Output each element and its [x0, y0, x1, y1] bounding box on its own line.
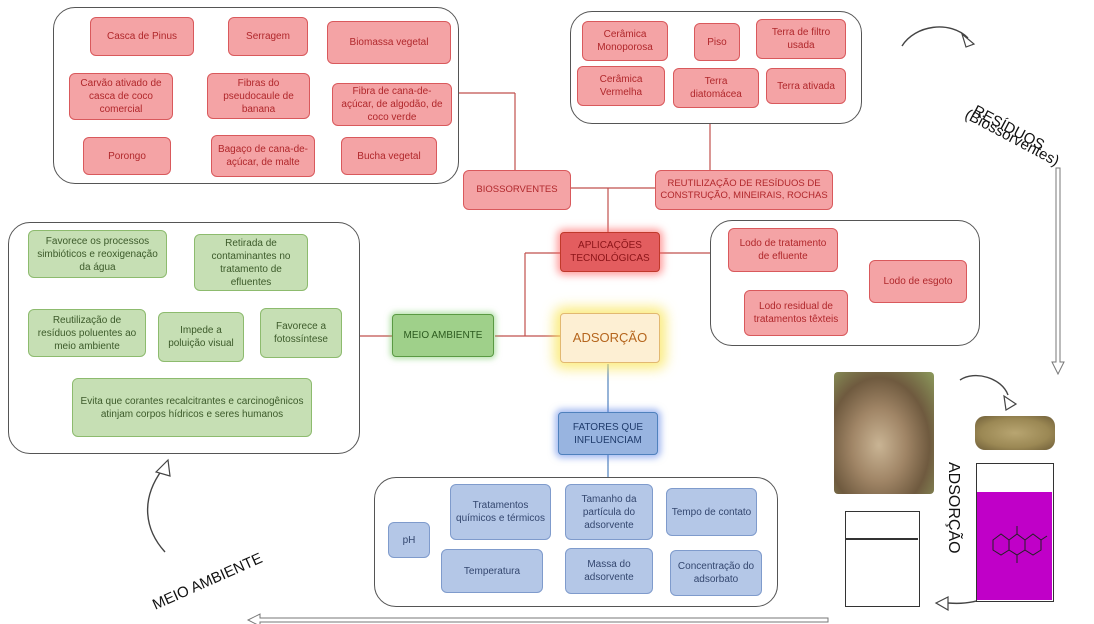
meio-reutilizacao-residuos: Reutilização de resíduos poluentes ao me…	[28, 309, 146, 357]
beaker-dye	[976, 463, 1054, 602]
fator-tempo-contato: Tempo de contato	[666, 488, 757, 536]
molecule-icon	[992, 526, 1048, 563]
meio-simbioticos: Favorece os processos simbióticos e reox…	[28, 230, 167, 278]
hub-reutilizacao: REUTILIZAÇÃO DE RESÍDUOS DE CONSTRUÇÃO, …	[655, 170, 833, 210]
fator-concentracao: Concentração do adsorbato	[670, 550, 762, 596]
res-ceramica-monoporosa: Cerâmica Monoporosa	[582, 21, 668, 61]
bio-carvao-ativado: Carvão ativado de casca de coco comercia…	[69, 73, 173, 120]
fator-ph: pH	[388, 522, 430, 558]
meio-retirada-contaminantes: Retirada de contaminantes no tratamento …	[194, 234, 308, 291]
beaker-clean	[845, 511, 920, 607]
res-terra-filtro: Terra de filtro usada	[756, 19, 846, 59]
bio-biomassa-vegetal: Biomassa vegetal	[327, 21, 451, 64]
meio-poluicao-visual: Impede a poluição visual	[158, 312, 244, 362]
biomass-powder	[975, 416, 1055, 450]
fator-tamanho-particula: Tamanho da partícula do adsorvente	[565, 484, 653, 540]
hub-meio-ambiente: MEIO AMBIENTE	[392, 314, 494, 357]
lodo-esgoto: Lodo de esgoto	[869, 260, 967, 303]
res-ceramica-vermelha: Cerâmica Vermelha	[577, 66, 665, 106]
bio-bagaco-cana: Bagaço de cana-de-açúcar, de malte	[211, 135, 315, 177]
lodo-tratamento-efluente: Lodo de tratamento de efluente	[728, 228, 838, 272]
bio-fibras-banana: Fibras do pseudocaule de banana	[207, 73, 310, 119]
res-terra-ativada: Terra ativada	[766, 68, 846, 104]
biomass-photo	[834, 372, 934, 494]
fator-tratamentos: Tratamentos químicos e térmicos	[450, 484, 551, 540]
fator-massa-adsorvente: Massa do adsorvente	[565, 548, 653, 594]
dye-solution	[977, 492, 1052, 600]
bio-bucha-vegetal: Bucha vegetal	[341, 137, 437, 175]
bio-casca-pinus: Casca de Pinus	[90, 17, 194, 56]
meio-fotossintese: Favorece a fotossíntese	[260, 308, 342, 358]
bio-fibra-cana: Fibra de cana-de-açúcar, de algodão, de …	[332, 83, 452, 126]
res-terra-diatomacea: Terra diatomácea	[673, 68, 759, 108]
meio-corantes: Evita que corantes recalcitrantes e carc…	[72, 378, 312, 437]
hub-biossorventes: BIOSSORVENTES	[463, 170, 571, 210]
hub-aplicacoes: APLICAÇÕES TECNOLÓGICAS	[560, 232, 660, 272]
bio-serragem: Serragem	[228, 17, 308, 56]
fator-temperatura: Temperatura	[441, 549, 543, 593]
center-adsorcao: ADSORÇÃO	[560, 313, 660, 363]
hub-fatores: FATORES QUE INFLUENCIAM	[558, 412, 658, 455]
res-piso: Piso	[694, 23, 740, 61]
bio-porongo: Porongo	[83, 137, 171, 175]
lodo-residual-texteis: Lodo residual de tratamentos têxteis	[744, 290, 848, 336]
label-adsorcao: ADSORÇÃO	[945, 462, 962, 554]
